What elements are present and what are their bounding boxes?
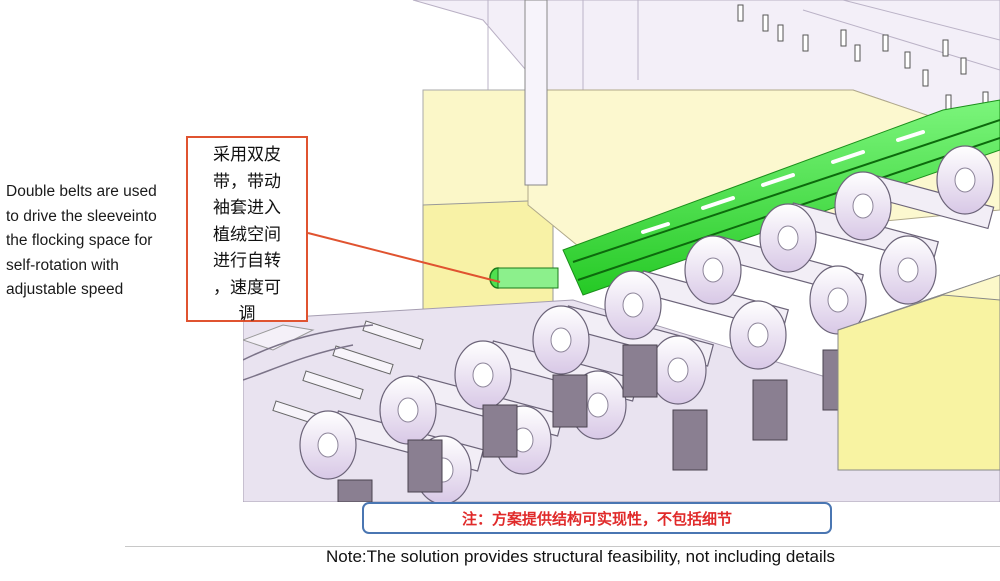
description-line: to drive the sleeveinto [6,207,157,225]
english-note: Note:The solution provides structural fe… [326,547,836,566]
footer-divider [125,546,1000,547]
callout-line: 进行自转 [213,251,281,271]
chinese-note-text: 注：方案提供结构可实现性，不包括细节 [461,509,732,528]
description-line: self-rotation with [6,256,119,274]
description-line: Double belts are used [6,183,157,200]
chinese-note-box: 注：方案提供结构可实现性，不包括细节 [362,502,832,534]
chinese-callout-box: 采用双皮 带，带动 袖套进入 植绒空间 进行自转 ，速度可 调 [186,136,308,324]
english-description: Double belts are used to drive the sleev… [6,180,186,303]
description-line: adjustable speed [6,281,124,298]
callout-line: 调 [238,304,256,324]
machine-3d-render [243,0,1000,502]
description-line: the flocking space for [6,232,153,249]
callout-line: 采用双皮 [213,145,281,165]
callout-line: ，速度可 [213,277,281,298]
callout-line: 袖套进入 [213,198,281,218]
callout-line: 带，带动 [213,171,281,192]
callout-line: 植绒空间 [213,224,281,245]
